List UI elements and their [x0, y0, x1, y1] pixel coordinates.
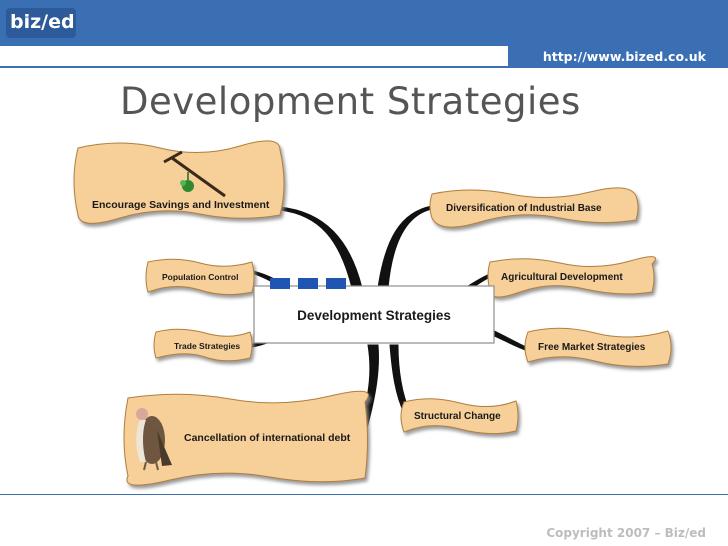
- bized-logo: biz/ed: [6, 8, 76, 38]
- label-population: Population Control: [162, 272, 239, 282]
- connector-structural: [389, 344, 411, 416]
- label-trade: Trade Strategies: [174, 341, 240, 351]
- label-structural: Structural Change: [414, 411, 501, 422]
- node-freemarket: [524, 327, 672, 367]
- label-agricultural: Agricultural Development: [501, 272, 623, 283]
- center-tab-2: [298, 278, 318, 289]
- pickaxe-icon: [163, 150, 226, 198]
- center-tab-3: [326, 278, 346, 289]
- connector-savings: [279, 206, 363, 289]
- header-rule: [0, 66, 728, 68]
- node-labels: Encourage Savings and Investment Populat…: [92, 199, 646, 444]
- footer-rule: [0, 494, 728, 495]
- center-tab-1: [270, 278, 290, 289]
- label-freemarket: Free Market Strategies: [538, 342, 646, 353]
- center-label: Development Strategies: [297, 308, 451, 323]
- header-bar: [0, 0, 728, 46]
- slide-title: Development Strategies: [120, 80, 581, 123]
- copyright-text: Copyright 2007 – Biz/ed: [546, 526, 706, 540]
- logo-mark: [6, 8, 76, 38]
- url-band: [508, 46, 728, 66]
- vulture-icon: [136, 408, 172, 471]
- node-trade: [153, 328, 253, 362]
- label-savings: Encourage Savings and Investment: [92, 199, 270, 211]
- node-population: [145, 258, 255, 296]
- node-diversification: [429, 187, 639, 228]
- label-debt: Cancellation of international debt: [184, 432, 351, 444]
- node-shapes: [73, 140, 672, 486]
- label-diversification: Diversification of Industrial Base: [446, 203, 602, 214]
- site-url[interactable]: http://www.bized.co.uk: [542, 49, 706, 64]
- node-structural: [400, 398, 519, 435]
- node-savings: [73, 140, 285, 224]
- connector-freemarket: [489, 329, 529, 352]
- mind-map: Development Strategies Encourage Savings…: [73, 140, 672, 486]
- center-node: Development Strategies: [253, 278, 495, 344]
- node-debt: [123, 390, 369, 486]
- connector-diversification: [377, 205, 433, 289]
- logo-text: biz/ed: [10, 11, 75, 33]
